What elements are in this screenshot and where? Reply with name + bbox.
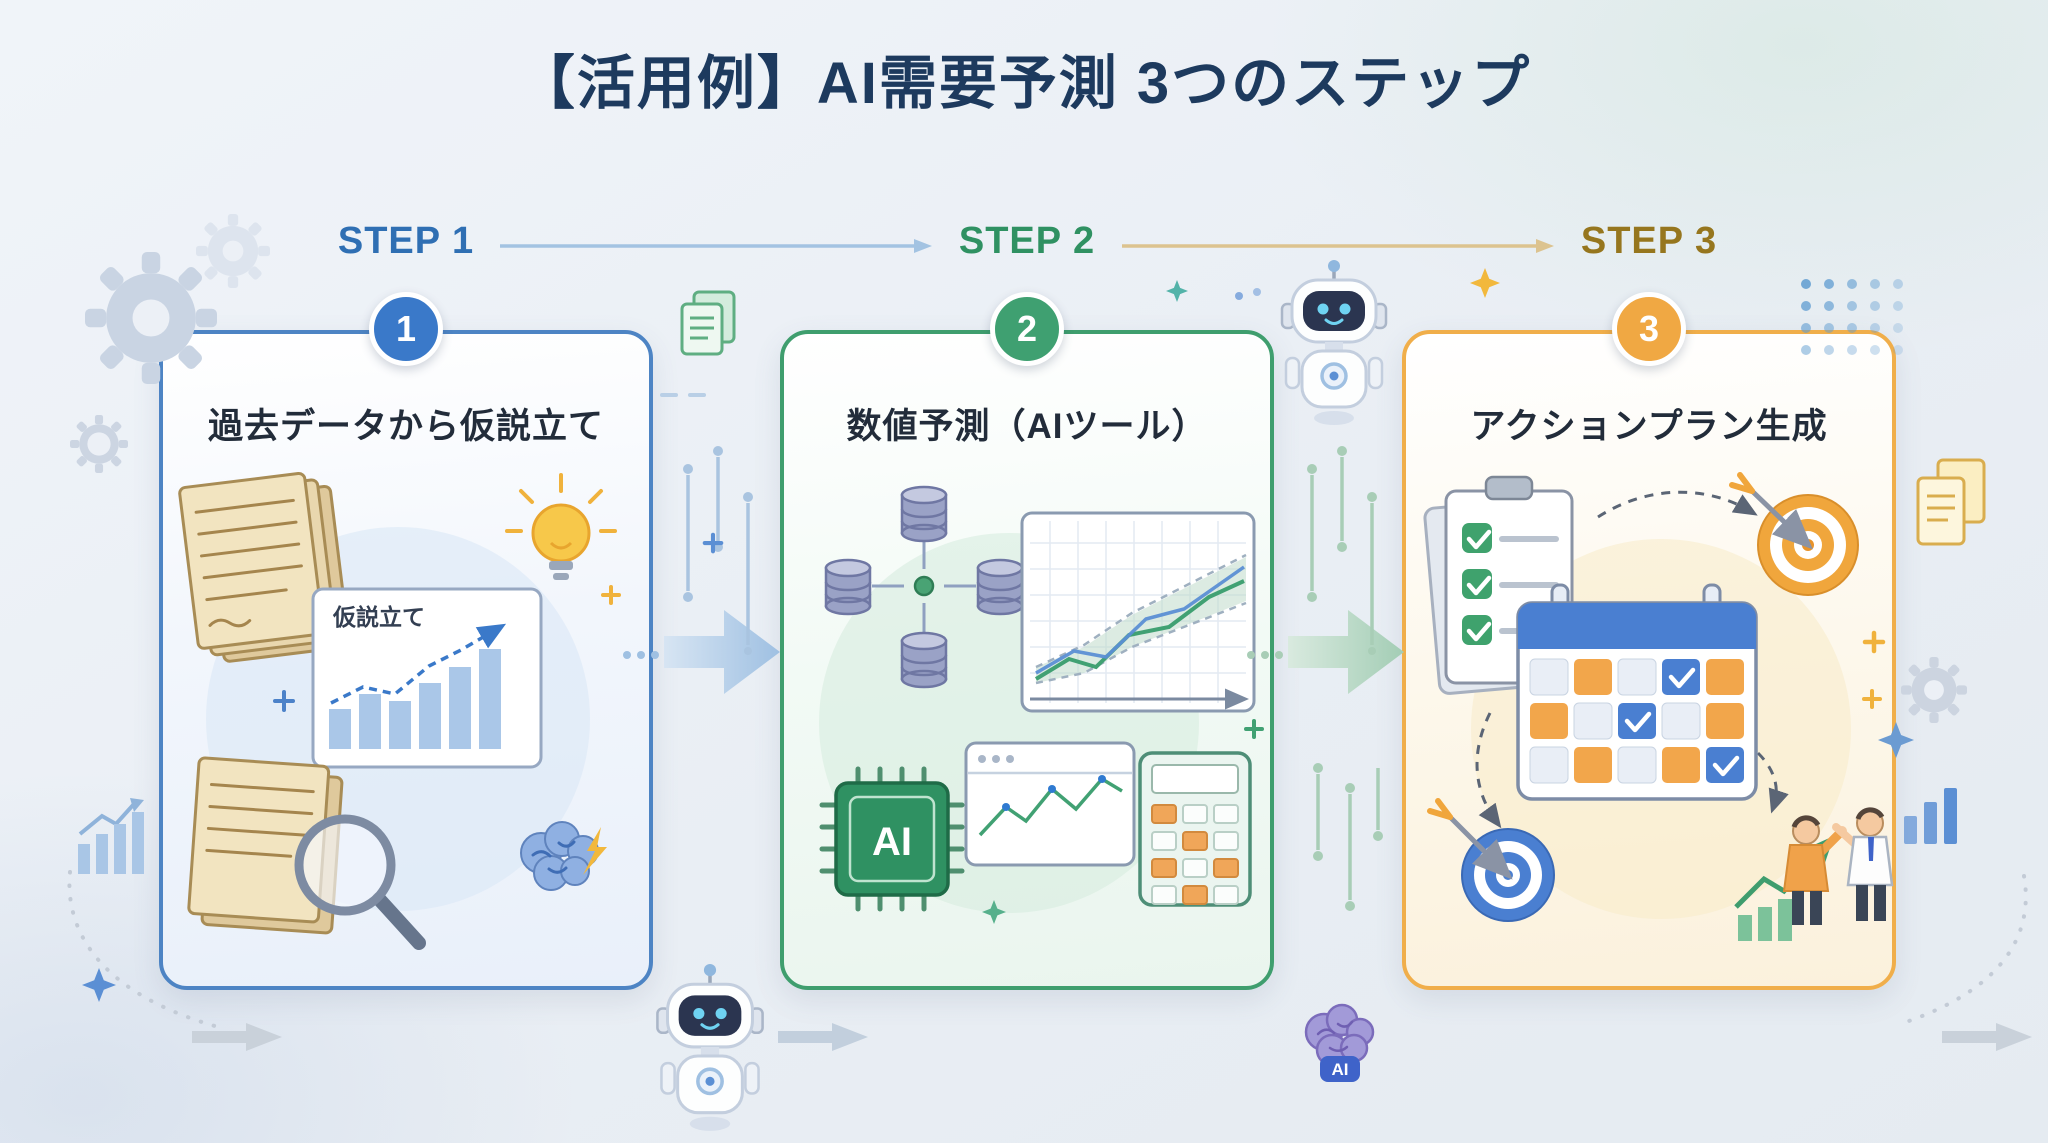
dotted-curve-left	[60, 868, 230, 1045]
plus-decorations	[1244, 719, 1264, 739]
step3-card: 3 アクションプラン生成	[1402, 292, 1896, 990]
sparkle-blue-left-icon	[82, 968, 116, 1007]
plus-blue-icon	[702, 532, 724, 559]
spark-bolt	[583, 827, 607, 875]
page-title: 【活用例】AI需要予測 3つのステップ	[516, 51, 1532, 116]
bar-chart-left-icon	[76, 796, 148, 879]
sparkle-green-icon	[982, 900, 1006, 929]
person-orange-icon	[1782, 815, 1847, 925]
step1-number-badge: 1	[369, 292, 443, 366]
ai-chip-label: AI	[872, 820, 912, 864]
calculator-icon	[1138, 751, 1252, 907]
step2-title: 数値予測（AIツール）	[846, 407, 1208, 446]
step2-illustration: AI	[819, 485, 1264, 913]
big-arrow-step2-to-step3	[1288, 600, 1408, 709]
step2-label: STEP 2	[958, 220, 1096, 262]
gear-large-icon	[85, 252, 217, 389]
brain-ai-label: AI	[1332, 1060, 1349, 1079]
dot-grid-decoration	[1798, 276, 1908, 369]
plus-decorations	[273, 585, 621, 712]
step1-title: 過去データから仮説立て	[207, 407, 604, 446]
trend-arrow	[330, 623, 507, 705]
bar-chart-right-icon	[1902, 780, 1962, 849]
step1-card: 1 過去データから仮説立て	[159, 292, 653, 990]
step3-label: STEP 3	[1580, 220, 1718, 262]
step2-card: 2 数値予測（AIツール）	[780, 292, 1274, 990]
brain-idea-icon	[520, 821, 607, 891]
forecast-chart-panel	[1020, 511, 1256, 713]
robot-bottom-icon	[652, 962, 768, 1143]
plus-amber-icon	[1862, 630, 1886, 659]
step3-title: アクションプラン生成	[1470, 407, 1828, 446]
bar-chart-bars	[329, 649, 501, 749]
dash-pair-decoration	[660, 386, 708, 404]
dotted-curve-right	[1886, 872, 2036, 1041]
mini-chart-window-icon	[964, 741, 1136, 867]
gear-right-icon	[1901, 657, 1967, 728]
circuit-lines-green-lower	[1306, 760, 1390, 921]
documents-yellow-icon	[1914, 458, 1988, 555]
hypothesis-chart-label: 仮説立て	[332, 604, 425, 630]
sparkle-teal-icon	[1166, 280, 1188, 307]
gear-outline-icon	[70, 415, 128, 478]
lightbulb-icon	[505, 473, 617, 580]
robot-dots-decoration	[1232, 286, 1266, 307]
sparkle-amber-icon	[1470, 268, 1500, 303]
step3-number-badge: 3	[1612, 292, 1686, 366]
gear-small-icon	[196, 214, 270, 293]
target-blue-icon	[1427, 798, 1555, 922]
target-goal-icon	[1729, 472, 1859, 596]
team-growth-icon	[1734, 807, 1894, 941]
ai-brain-icon: AI	[1294, 994, 1386, 1095]
ai-chip-icon: AI	[819, 766, 965, 912]
sparkle-blue-right-icon	[1878, 722, 1914, 763]
flow-dashed-arrows	[1475, 490, 1789, 829]
circuit-lines-green	[1300, 445, 1384, 662]
chevron-arrow-bottom-right	[1942, 1022, 2034, 1057]
documents-green-icon	[676, 290, 742, 361]
calendar-icon	[1516, 583, 1758, 801]
chevron-arrow-bottom-left	[192, 1022, 284, 1057]
step2-number-badge: 2	[990, 292, 1064, 366]
database-network-icon	[824, 485, 1024, 689]
big-arrow-step1-to-step2	[664, 600, 784, 709]
step1-illustration: 仮説立て	[178, 472, 621, 950]
step2-to-step3-arrow	[1122, 238, 1556, 259]
hypothesis-chart-panel: 仮説立て	[311, 587, 543, 769]
step3-illustration	[1423, 472, 1894, 941]
step1-label: STEP 1	[337, 220, 475, 262]
circuit-lines-blue	[676, 445, 760, 662]
step1-to-step2-arrow	[500, 238, 934, 259]
chevron-arrow-bottom-mid	[778, 1022, 870, 1057]
plus-decorations	[1862, 689, 1882, 709]
person-tie-icon	[1832, 807, 1894, 921]
robot-top-icon	[1278, 258, 1390, 441]
magnifier-icon	[294, 814, 426, 950]
